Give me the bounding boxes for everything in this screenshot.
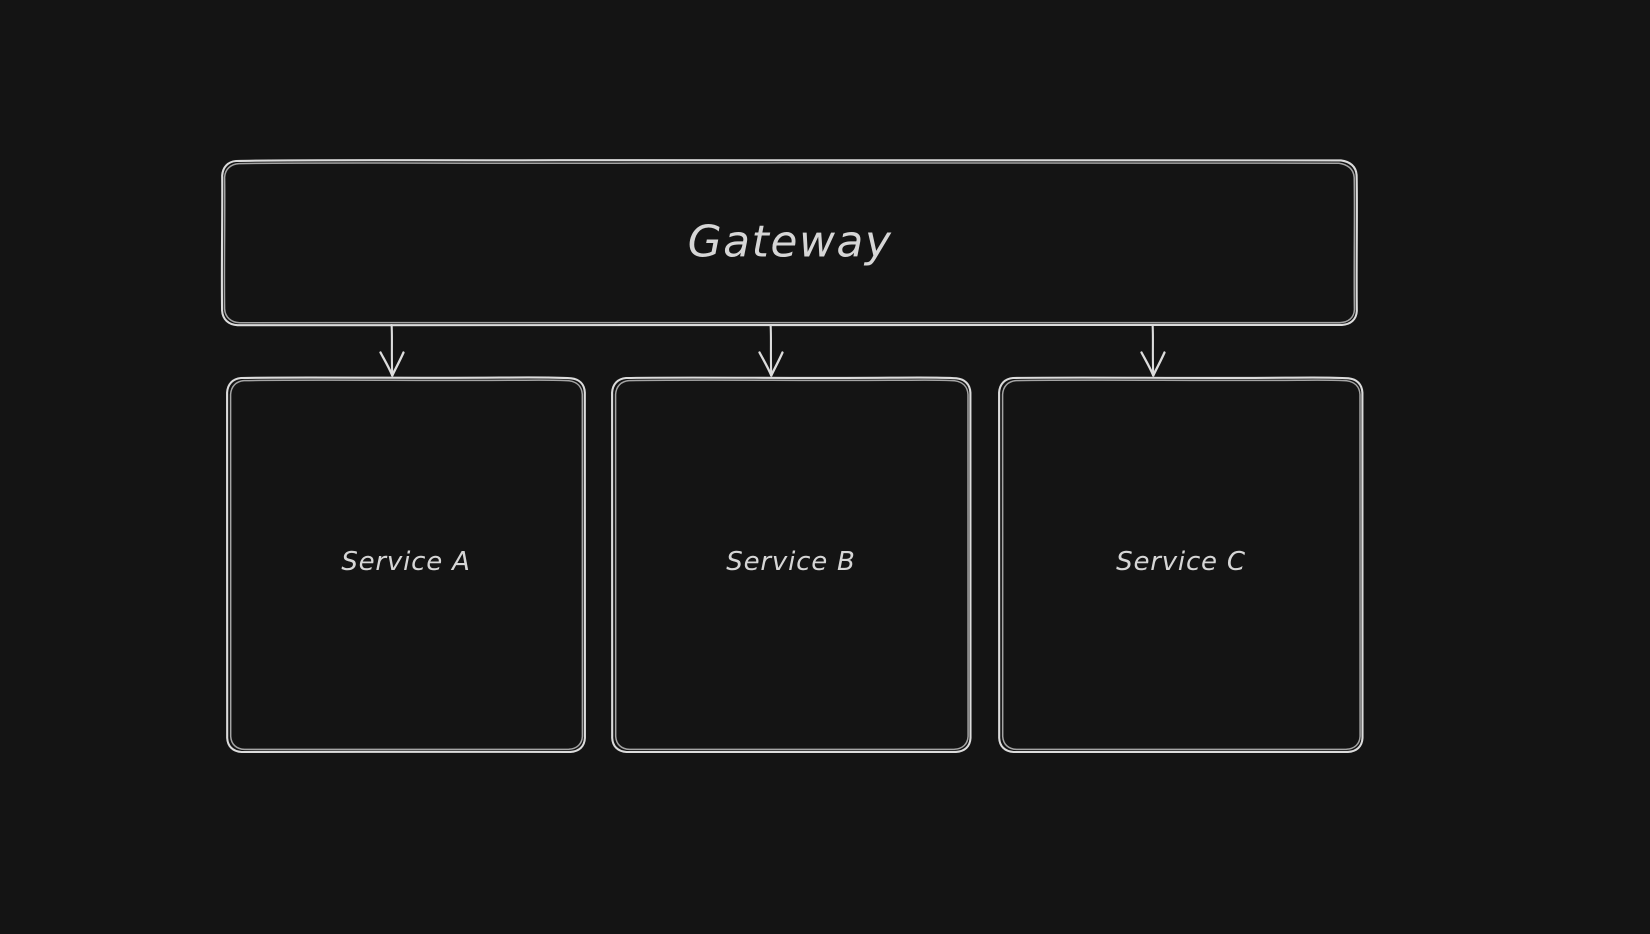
node-label-service-a: Service A bbox=[341, 547, 471, 577]
node-gateway[interactable] bbox=[222, 160, 1357, 325]
node-service-b[interactable] bbox=[613, 377, 970, 752]
node-shape-gateway[interactable] bbox=[220, 159, 1358, 327]
node-service-c[interactable] bbox=[1000, 377, 1362, 752]
edge-gateway-service-b[interactable] bbox=[758, 323, 784, 377]
node-label-service-b: Service B bbox=[726, 547, 856, 577]
edge-gateway-service-c[interactable] bbox=[1140, 323, 1166, 377]
node-shape-service-c[interactable] bbox=[997, 376, 1364, 754]
node-shape-service-a[interactable] bbox=[225, 376, 587, 754]
node-shape-service-b[interactable] bbox=[610, 376, 972, 754]
node-label-service-c: Service C bbox=[1116, 547, 1246, 577]
node-service-a[interactable] bbox=[228, 377, 584, 752]
node-label-gateway: Gateway bbox=[687, 216, 893, 268]
edge-gateway-service-a[interactable] bbox=[379, 323, 405, 377]
